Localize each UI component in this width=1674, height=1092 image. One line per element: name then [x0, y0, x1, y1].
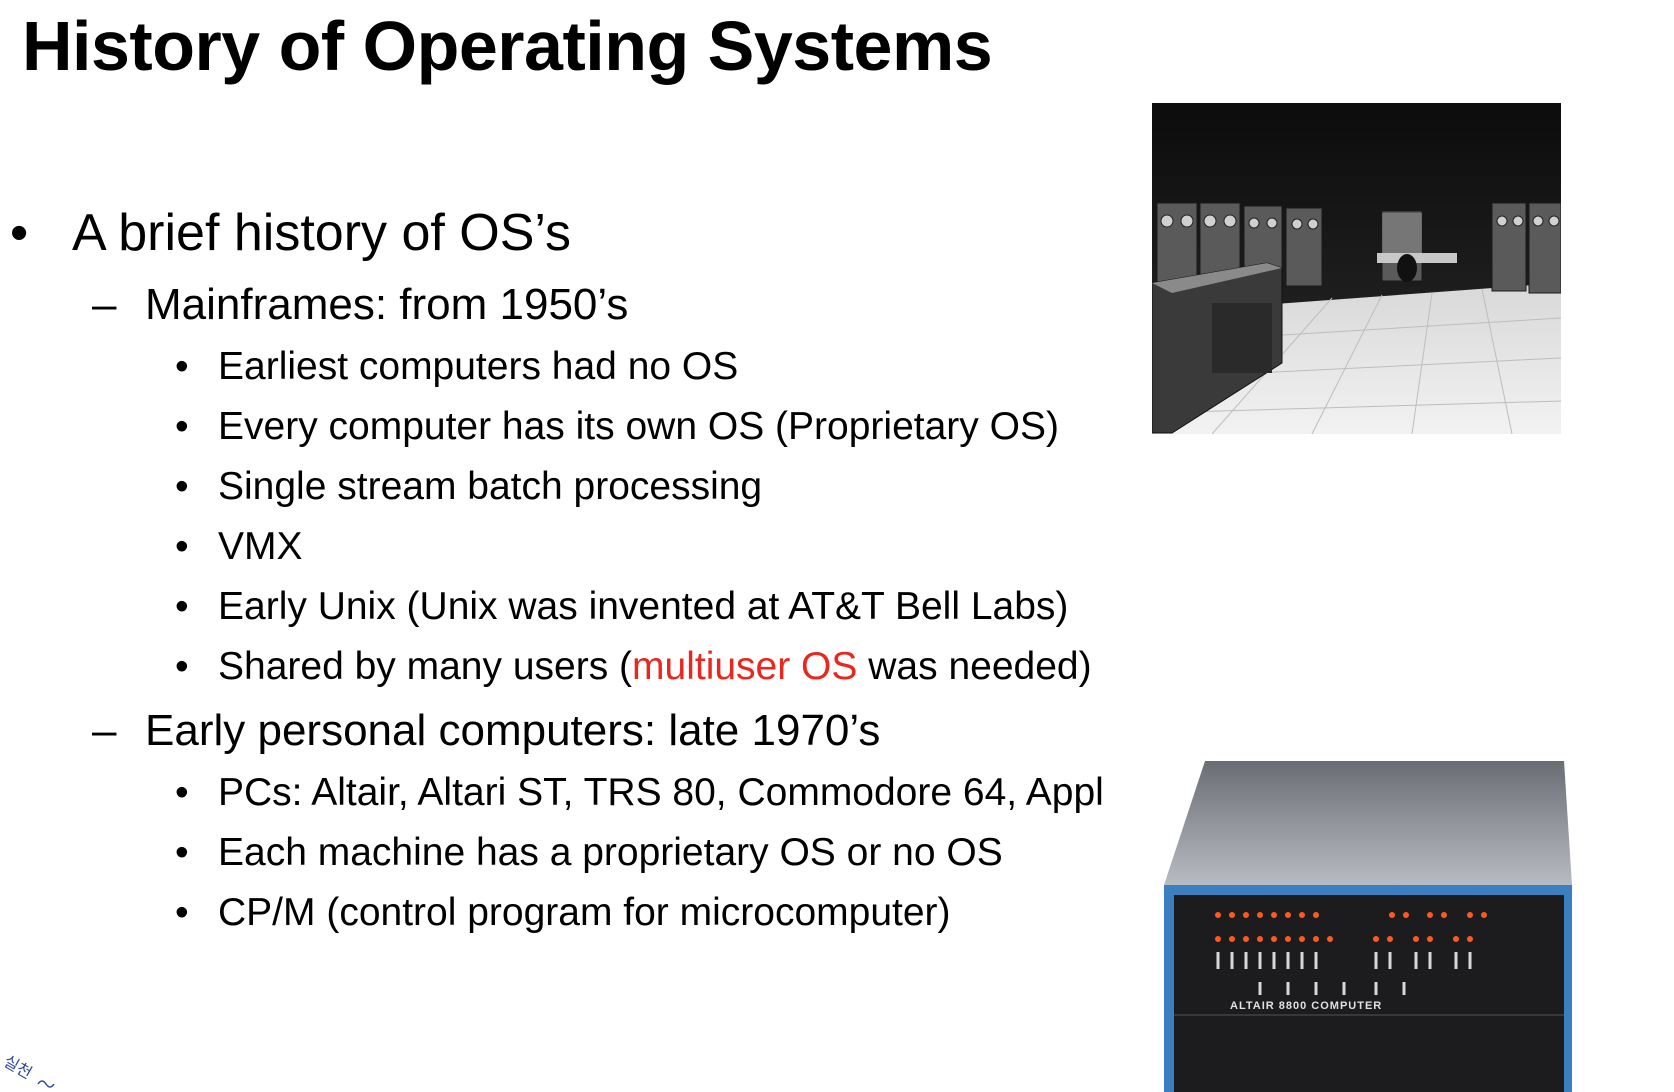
bullet-own-os: Every computer has its own OS (Proprieta…	[218, 405, 1059, 448]
altair-8800-photo: ALTAIR 8800 COMPUTER	[1160, 757, 1574, 1092]
bullet-proprietary-os: Each machine has a proprietary OS or no …	[218, 831, 1003, 874]
bullet-vmx: VMX	[218, 525, 303, 568]
bullet-pcs-list: PCs: Altair, Altari ST, TRS 80, Commodor…	[218, 771, 1104, 814]
dash-marker: –	[92, 706, 117, 755]
bullet-marker: •	[175, 405, 189, 448]
shared-users-text-end: was needed)	[857, 645, 1092, 688]
bullet-marker: •	[175, 771, 189, 814]
bullet-mainframes: Mainframes: from 1950’s	[145, 280, 629, 329]
bullet-early-pcs: Early personal computers: late 1970’s	[145, 706, 881, 755]
bullet-marker: •	[175, 831, 189, 874]
bullet-cpm: CP/M (control program for microcomputer)	[218, 891, 951, 934]
bullet-marker: •	[175, 891, 189, 934]
shared-users-text: Shared by many users (	[218, 645, 633, 688]
bullet-marker: •	[175, 525, 189, 568]
dash-marker: –	[92, 280, 117, 329]
bullet-marker: •	[175, 465, 189, 508]
logo-text: 실천	[0, 1051, 35, 1082]
bullet-brief-history: A brief history of OS’s	[72, 204, 572, 262]
bullet-marker: •	[175, 345, 189, 388]
bullet-marker: •	[10, 204, 29, 262]
slide-title: History of Operating Systems	[22, 7, 993, 85]
multiuser-os-highlight: multiuser OS	[632, 645, 858, 688]
bullet-earliest-computers: Earliest computers had no OS	[218, 345, 739, 388]
bullet-shared-users: Shared by many users (multiuser OS was n…	[218, 645, 1092, 689]
bullet-batch-processing: Single stream batch processing	[218, 465, 763, 508]
bullet-marker: •	[175, 645, 189, 688]
mainframe-room-photo	[1152, 103, 1561, 434]
altair-panel-label: ALTAIR 8800 COMPUTER	[1230, 1000, 1382, 1012]
bullet-marker: •	[175, 585, 189, 628]
university-logo-fragment: 실천	[0, 1040, 60, 1090]
bullet-early-unix: Early Unix (Unix was invented at AT&T Be…	[218, 585, 1069, 628]
